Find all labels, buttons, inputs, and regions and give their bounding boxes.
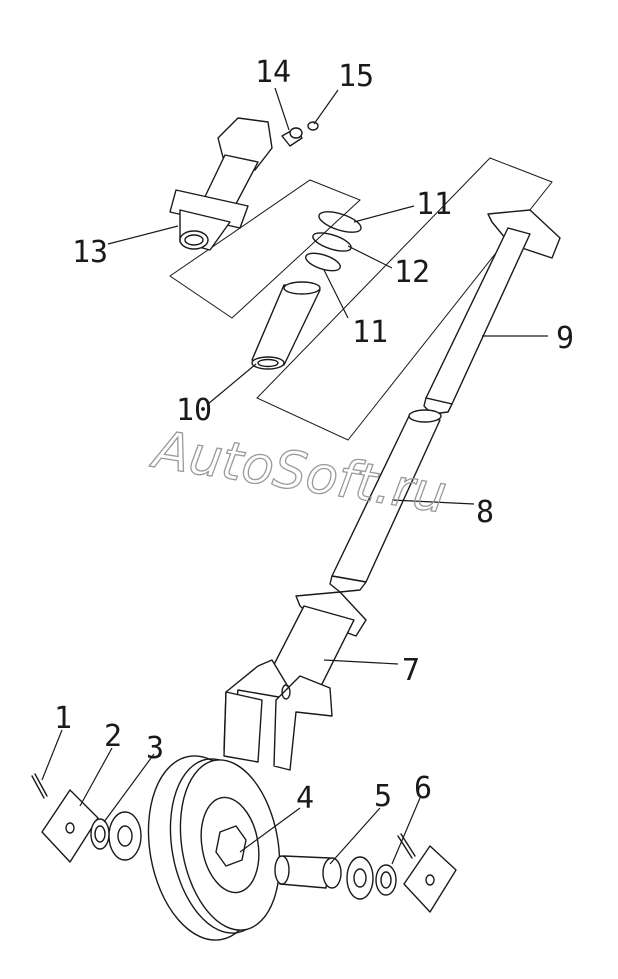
callout-13: 13: [72, 235, 108, 270]
part-6-clip: [375, 864, 397, 896]
part-11-ring-top: [318, 211, 362, 233]
callout-14: 14: [255, 55, 291, 90]
plate-right: [403, 845, 457, 913]
callout-11-bottom: 11: [352, 315, 388, 350]
callout-4: 4: [296, 781, 314, 816]
assembly-panel-lower: [169, 179, 361, 319]
part-2-plate: [41, 789, 99, 863]
nut-right: [346, 856, 374, 900]
callout-11-top: 11: [416, 187, 452, 222]
part-5-spacer: [274, 855, 342, 889]
callout-10: 10: [176, 393, 212, 428]
part-7-fork: [223, 591, 367, 771]
leader-lines: [41, 87, 548, 865]
part-12-ring: [312, 232, 352, 252]
callout-5: 5: [374, 779, 392, 814]
callout-15: 15: [338, 59, 374, 94]
part-3-clip: [90, 818, 110, 850]
nut-left: [108, 811, 142, 861]
callout-12: 12: [394, 255, 430, 290]
part-13-housing: [169, 117, 273, 251]
callout-7: 7: [402, 653, 420, 688]
pin-right: [397, 835, 413, 859]
part-14-fitting: [281, 127, 303, 147]
callout-1: 1: [54, 701, 72, 736]
part-10-bushing: [251, 281, 321, 370]
part-9-tube: [423, 209, 561, 415]
callout-6: 6: [414, 771, 432, 806]
callout-3: 3: [146, 731, 164, 766]
assembly-panel-upper: [256, 157, 553, 441]
part-8-tube: [329, 409, 442, 593]
part-1-pin: [31, 775, 45, 799]
callout-9: 9: [556, 321, 574, 356]
callout-2: 2: [104, 719, 122, 754]
part-11-ring-bottom: [305, 252, 341, 272]
callout-8: 8: [476, 495, 494, 530]
part-15-nut: [307, 121, 319, 131]
part-4-wheel: [147, 755, 281, 941]
